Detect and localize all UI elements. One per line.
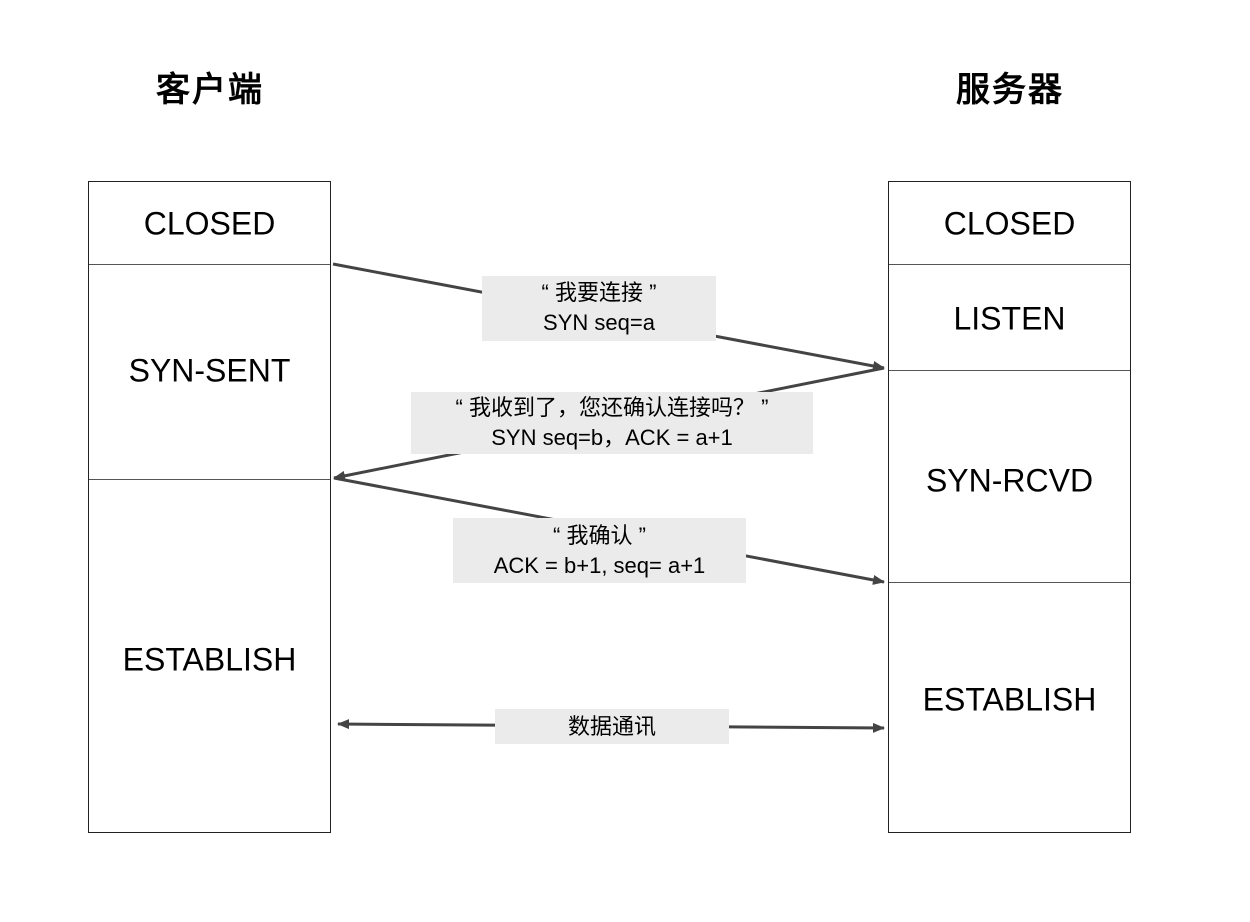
message-label-data-transfer: 数据通讯	[495, 709, 729, 744]
server-title: 服务器	[956, 70, 1064, 110]
message-quote: “ 我收到了，您还确认连接吗？ ”	[455, 395, 769, 420]
message-quote: “ 我要连接 ”	[541, 280, 657, 305]
client-state-closed: CLOSED	[143, 205, 276, 242]
message-label: 数据通讯	[567, 714, 656, 739]
server-state-establish: ESTABLISH	[922, 681, 1097, 718]
client-divider-2	[89, 479, 330, 480]
message-label-syn-ack: “ 我收到了，您还确认连接吗？ ” SYN seq=b，ACK = a+1	[411, 392, 813, 454]
server-state-listen: LISTEN	[953, 300, 1066, 337]
message-detail: SYN seq=a	[543, 310, 655, 335]
server-divider-1	[889, 264, 1130, 265]
client-state-column: CLOSED SYN-SENT ESTABLISH	[88, 181, 331, 833]
message-detail: ACK = b+1, seq= a+1	[493, 553, 706, 578]
server-state-syn-rcvd: SYN-RCVD	[925, 462, 1094, 499]
server-divider-3	[889, 582, 1130, 583]
client-title: 客户端	[156, 70, 264, 110]
client-divider-1	[89, 264, 330, 265]
client-state-establish: ESTABLISH	[122, 641, 297, 678]
server-state-closed: CLOSED	[943, 205, 1076, 242]
message-quote: “ 我确认 ”	[553, 523, 646, 548]
message-label-ack: “ 我确认 ” ACK = b+1, seq= a+1	[453, 518, 746, 583]
message-label-syn: “ 我要连接 ” SYN seq=a	[482, 276, 716, 341]
client-state-syn-sent: SYN-SENT	[128, 352, 291, 389]
message-detail: SYN seq=b，ACK = a+1	[491, 425, 733, 450]
server-divider-2	[889, 370, 1130, 371]
server-state-column: CLOSED LISTEN SYN-RCVD ESTABLISH	[888, 181, 1131, 833]
